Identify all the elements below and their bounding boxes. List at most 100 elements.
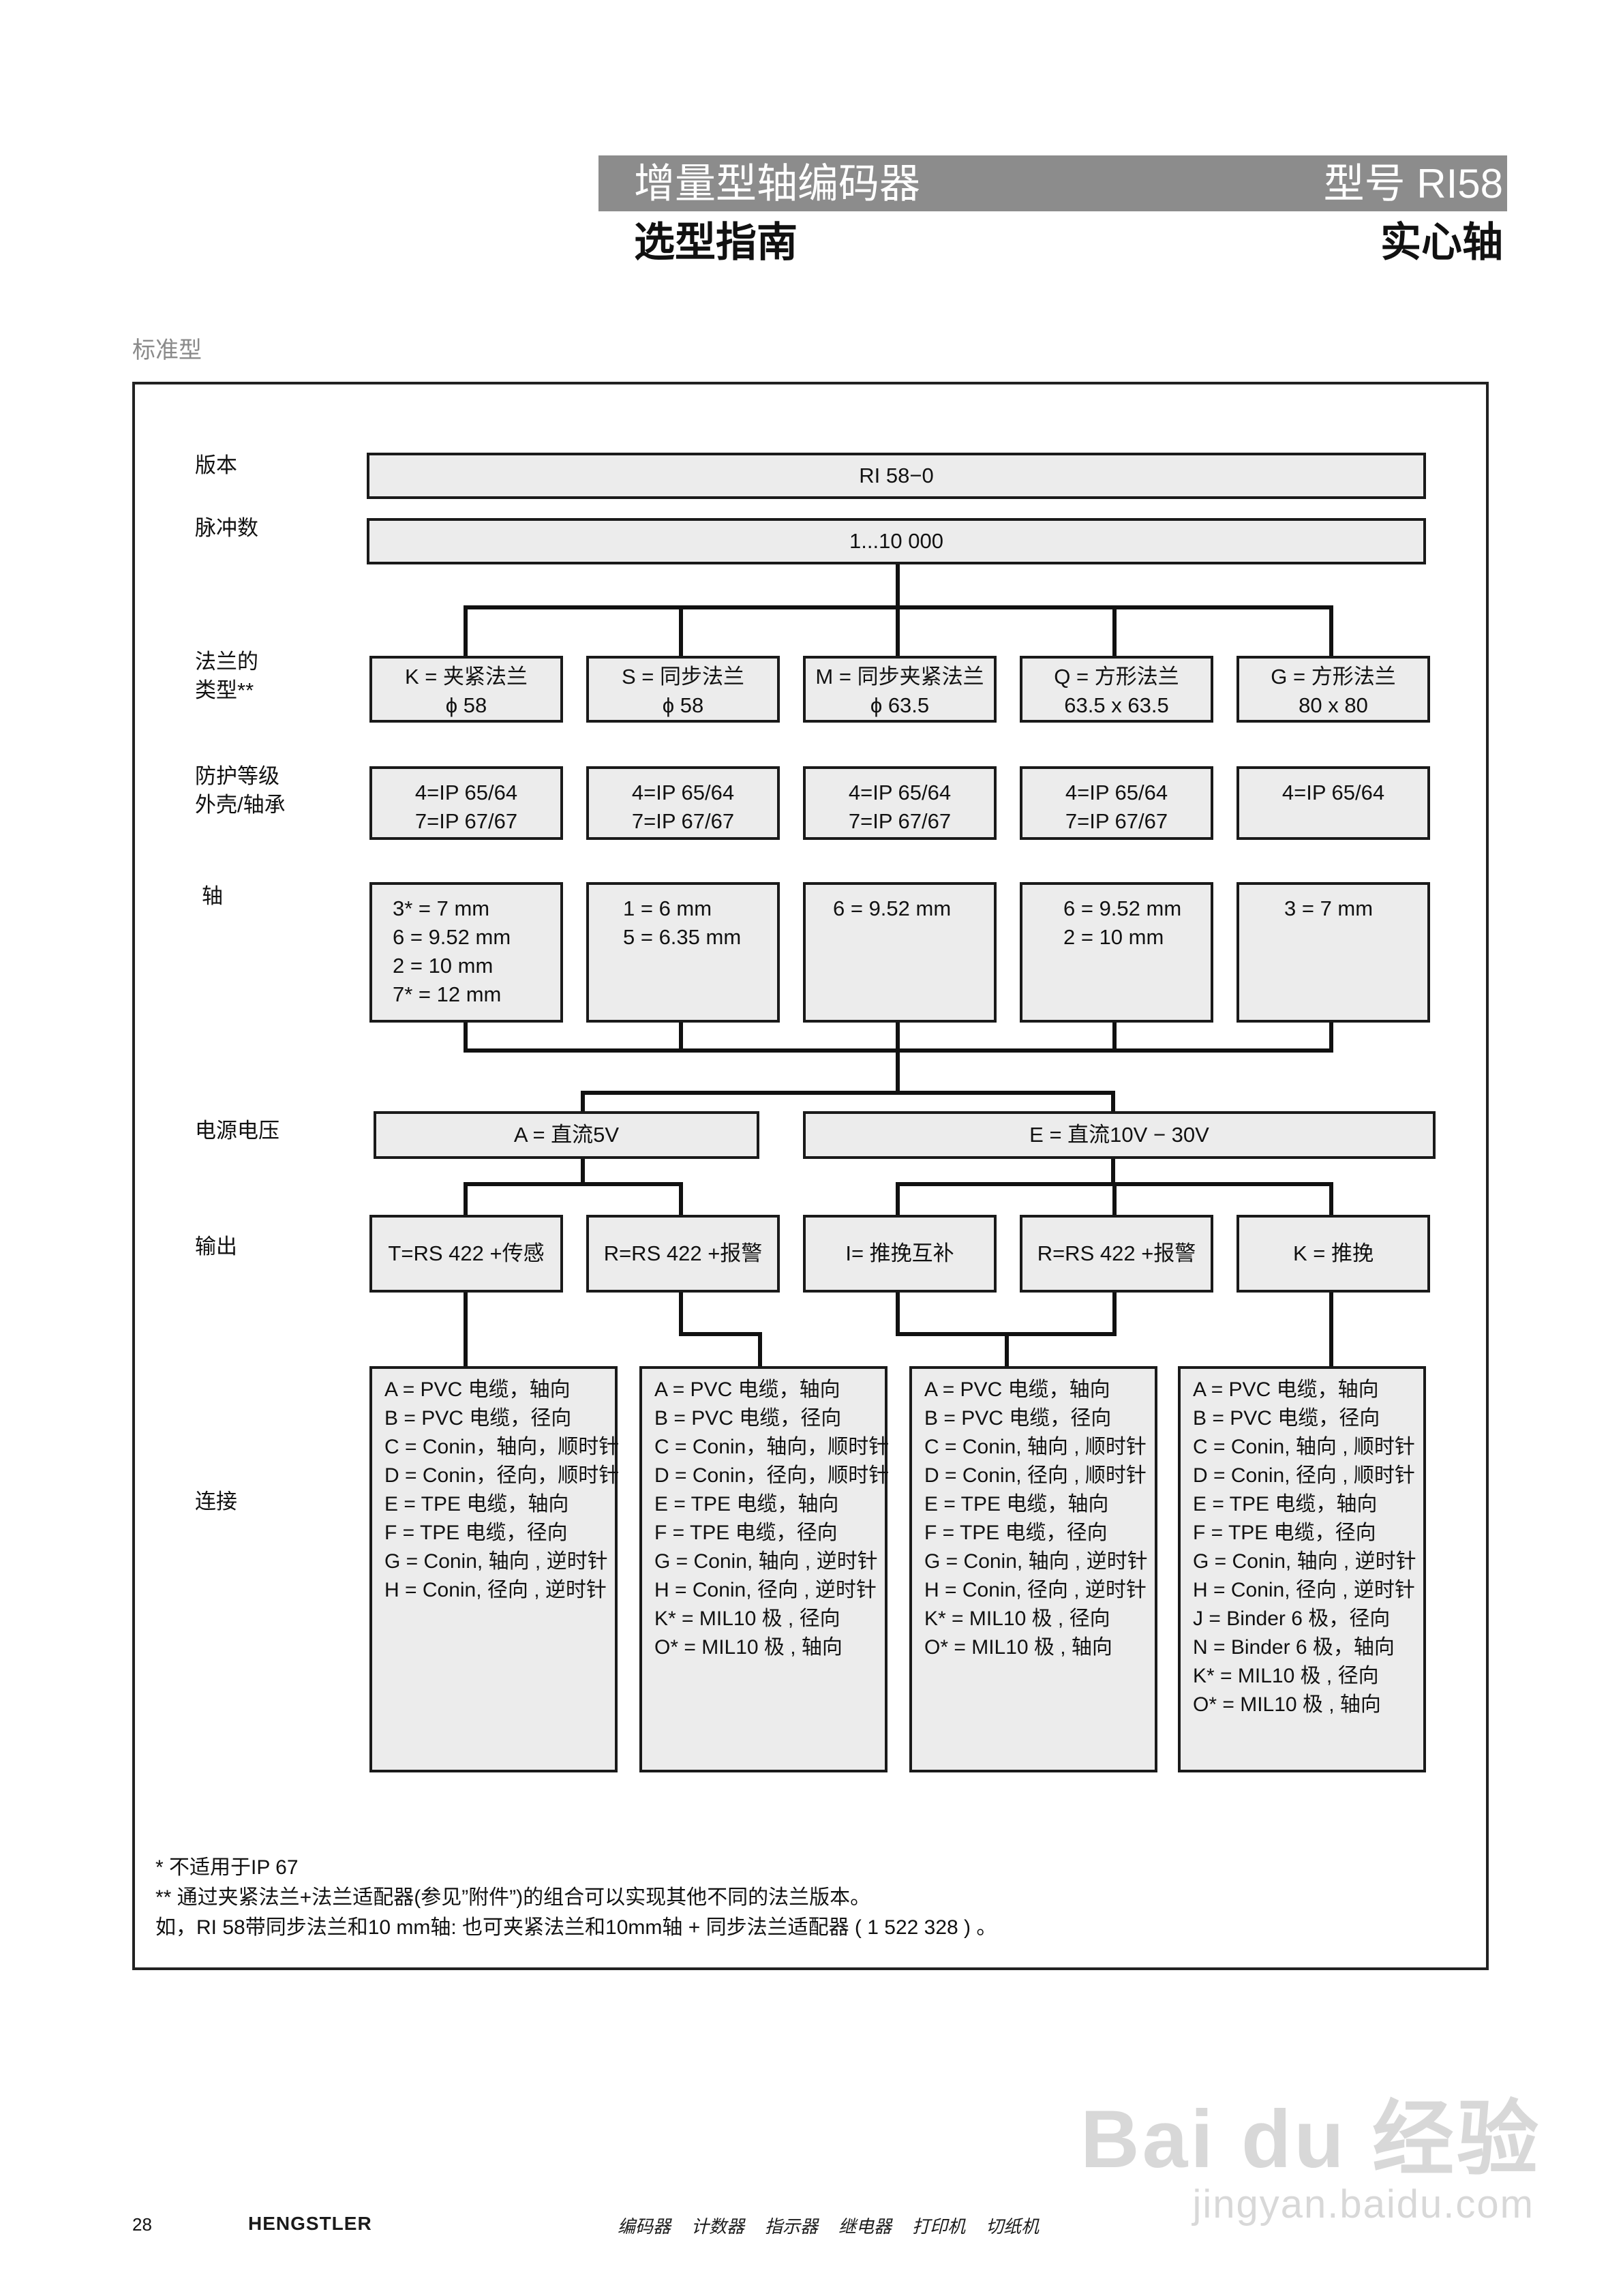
shaft-option: 6 = 9.52 mm xyxy=(833,896,952,920)
voltage-box-a: A = 直流5V xyxy=(374,1111,759,1159)
protection-box: 4=IP 65/64 7=IP 67/67 xyxy=(369,766,563,840)
connection-option: G = Conin, 轴向 , 逆时针 xyxy=(1193,1550,1416,1573)
flange-name: Q = 方形法兰 xyxy=(1054,665,1179,689)
connection-option: K* = MIL10 极 , 径向 xyxy=(1193,1665,1379,1687)
connector-line xyxy=(1111,1091,1115,1114)
connector-line xyxy=(1329,605,1333,657)
connector-line xyxy=(464,1182,468,1218)
footer-nav-item: 打印机 xyxy=(912,2216,966,2237)
connection-option: C = Conin, 轴向 , 顺时针 xyxy=(1193,1436,1415,1458)
flange-name: G = 方形法兰 xyxy=(1271,665,1396,689)
connection-option: O* = MIL10 极 , 轴向 xyxy=(1193,1693,1381,1716)
footer-nav-item: 继电器 xyxy=(838,2216,892,2237)
connector-line xyxy=(464,605,468,657)
connection-option: F = TPE 电缆，径向 xyxy=(924,1522,1108,1544)
shaft-option: 2 = 10 mm xyxy=(1063,925,1164,949)
label-protection-2: 外壳/轴承 xyxy=(195,793,286,817)
flange-box-s: S = 同步法兰 ϕ 58 xyxy=(586,656,780,723)
flange-size: ϕ 58 xyxy=(445,693,487,717)
brand-logo: HENGSTLER xyxy=(248,2213,372,2234)
connector-line xyxy=(1112,1182,1117,1218)
connection-option: J = Binder 6 极，径向 xyxy=(1193,1607,1391,1630)
connector-line xyxy=(1329,1293,1333,1369)
shaft-option: 2 = 10 mm xyxy=(393,954,494,978)
shaft-option: 7* = 12 mm xyxy=(393,982,502,1006)
shaft-option: 3* = 7 mm xyxy=(393,896,490,920)
label-flange-1: 法兰的 xyxy=(195,650,258,674)
connector-line xyxy=(896,1048,900,1095)
page-number: 28 xyxy=(132,2214,152,2235)
pulses-box: 1...10 000 xyxy=(367,518,1426,564)
connection-option: B = PVC 电缆，径向 xyxy=(654,1407,842,1430)
connection-option: D = Conin，径向，顺时针 xyxy=(654,1464,890,1487)
connector-line xyxy=(464,1293,468,1369)
voltage-value: A = 直流5V xyxy=(513,1123,620,1147)
footnote-1: * 不适用于IP 67 xyxy=(155,1856,299,1879)
footer-nav-item: 编码器 xyxy=(618,2216,671,2237)
connector-line xyxy=(581,1091,1115,1095)
pulses-value: 1...10 000 xyxy=(849,529,943,553)
output-box: R=RS 422 +报警 xyxy=(586,1215,780,1293)
flange-box-q: Q = 方形法兰 63.5 x 63.5 xyxy=(1020,656,1213,723)
connector-line xyxy=(1111,1159,1115,1185)
connection-box: A = PVC 电缆，轴向 B = PVC 电缆，径向 C = Conin，轴向… xyxy=(369,1366,620,1772)
connector-line xyxy=(1329,1023,1333,1053)
flange-size: ϕ 58 xyxy=(662,693,704,717)
connection-option: B = PVC 电缆，径向 xyxy=(384,1407,572,1430)
connector-line xyxy=(1005,1332,1009,1369)
shaft-box: 3* = 7 mm 6 = 9.52 mm 2 = 10 mm 7* = 12 … xyxy=(369,882,563,1023)
connector-line xyxy=(464,1182,683,1186)
protection-value: 4=IP 65/64 xyxy=(631,781,735,804)
flange-box-m: M = 同步夹紧法兰 ϕ 63.5 xyxy=(803,656,997,723)
footer-nav-item: 计数器 xyxy=(691,2216,745,2237)
shaft-option: 3 = 7 mm xyxy=(1284,896,1374,920)
connection-option: O* = MIL10 极 , 轴向 xyxy=(654,1636,843,1659)
connection-option: A = PVC 电缆，轴向 xyxy=(1193,1378,1379,1401)
output-box: K = 推挽 xyxy=(1237,1215,1430,1293)
connection-option: K* = MIL10 极 , 径向 xyxy=(924,1607,1110,1630)
protection-box: 4=IP 65/64 7=IP 67/67 xyxy=(1020,766,1213,840)
connector-line xyxy=(1112,1293,1117,1335)
connection-option: C = Conin，轴向，顺时针 xyxy=(654,1436,890,1458)
output-box: I= 推挽互补 xyxy=(803,1215,997,1293)
connector-line xyxy=(896,605,900,657)
shaft-box: 6 = 9.52 mm 2 = 10 mm xyxy=(1020,882,1213,1023)
connector-line xyxy=(581,1159,585,1185)
connection-option: A = PVC 电缆，轴向 xyxy=(924,1378,1110,1401)
connection-option: F = TPE 电缆，径向 xyxy=(654,1522,838,1544)
footnote-2: ** 通过夹紧法兰+法兰适配器(参见”附件”)的组合可以实现其他不同的法兰版本。 xyxy=(155,1886,871,1909)
label-output: 输出 xyxy=(195,1235,237,1258)
connection-box: A = PVC 电缆，轴向 B = PVC 电缆，径向 C = Conin, 轴… xyxy=(1178,1366,1426,1772)
connector-line xyxy=(896,1023,900,1053)
connection-option: E = TPE 电缆，轴向 xyxy=(1193,1493,1378,1515)
protection-value: 4=IP 65/64 xyxy=(1281,781,1385,804)
header-bar xyxy=(598,155,1507,211)
flange-size: 63.5 x 63.5 xyxy=(1064,693,1169,717)
voltage-value: E = 直流10V − 30V xyxy=(1029,1123,1209,1147)
label-shaft: 轴 xyxy=(202,884,223,908)
output-box: T=RS 422 +传感 xyxy=(369,1215,563,1293)
connection-option: D = Conin，径向，顺时针 xyxy=(384,1464,620,1487)
connection-option: F = TPE 电缆，径向 xyxy=(384,1522,568,1544)
watermark-url: jingyan.baidu.com xyxy=(1192,2182,1534,2226)
protection-value: 4=IP 65/64 xyxy=(414,781,518,804)
selection-chart-frame xyxy=(132,382,1489,1970)
connection-option: E = TPE 电缆，轴向 xyxy=(384,1493,569,1515)
label-voltage: 电源电压 xyxy=(195,1119,279,1143)
flange-box-g: G = 方形法兰 80 x 80 xyxy=(1237,656,1430,723)
connection-option: D = Conin, 径向 , 顺时针 xyxy=(1193,1464,1415,1487)
connection-option: D = Conin, 径向 , 顺时针 xyxy=(924,1464,1147,1487)
flange-name: S = 同步法兰 xyxy=(621,665,744,689)
connection-option: O* = MIL10 极 , 轴向 xyxy=(924,1636,1112,1659)
label-connection: 连接 xyxy=(195,1490,237,1513)
label-flange-2: 类型** xyxy=(195,678,254,702)
connector-line xyxy=(679,1293,683,1335)
connection-option: E = TPE 电缆，轴向 xyxy=(924,1493,1109,1515)
connection-option: H = Conin, 径向 , 逆时针 xyxy=(1193,1579,1415,1601)
connector-line xyxy=(581,1091,585,1114)
section-label: 标准型 xyxy=(132,337,202,363)
connection-box: A = PVC 电缆，轴向 B = PVC 电缆，径向 C = Conin, 轴… xyxy=(909,1366,1157,1772)
connector-line xyxy=(679,605,683,657)
connection-option: N = Binder 6 极，轴向 xyxy=(1193,1636,1395,1659)
connector-line xyxy=(464,1023,468,1053)
